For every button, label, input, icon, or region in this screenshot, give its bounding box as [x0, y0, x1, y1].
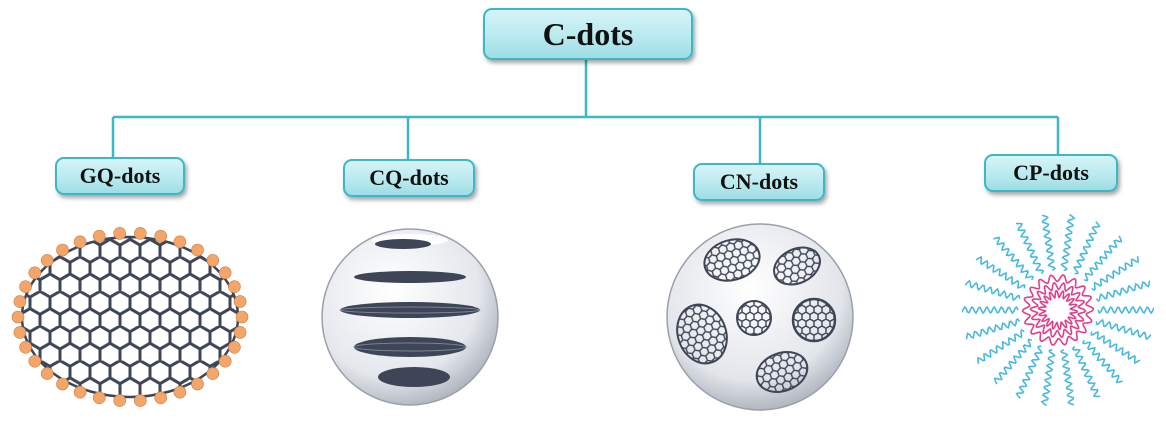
polymer-chain: [1072, 221, 1101, 275]
carbon-nanodot-illustration: [666, 223, 854, 411]
polymer-chain: [1090, 330, 1141, 365]
edge-atom: [206, 254, 220, 267]
edge-atom: [28, 354, 42, 368]
edge-atom: [134, 394, 147, 407]
carbonized-polymer-dot-illustration: [962, 213, 1154, 407]
root-node-c-dots: C-dots: [483, 8, 693, 60]
edge-atom: [218, 266, 232, 280]
polymer-chain: [1095, 280, 1151, 303]
root-node-label: C-dots: [542, 15, 634, 52]
edge-atom: [134, 227, 147, 240]
polymer-chain: [1059, 348, 1075, 406]
edge-atom: [206, 367, 220, 380]
polymer-chain: [993, 338, 1032, 385]
polymer-chain: [993, 236, 1035, 281]
child-node-cn-dots: CN-dots: [693, 163, 825, 201]
edge-atom: [56, 243, 69, 257]
polymer-chain: [1041, 214, 1057, 272]
edge-atom: [154, 391, 167, 405]
edge-atom: [19, 341, 32, 354]
polymer-chain: [964, 279, 1021, 302]
edge-atom: [56, 377, 69, 391]
child-node-label: GQ-dots: [79, 163, 161, 188]
polymer-chain: [1095, 318, 1152, 341]
polymer-chain: [965, 317, 1021, 340]
polymer-chain: [1016, 222, 1045, 275]
polymer-core-ring: [1029, 281, 1087, 339]
edge-atom: [173, 235, 187, 249]
edge-atom: [233, 326, 247, 339]
child-node-gq-dots: GQ-dots: [55, 157, 185, 195]
edge-atom: [93, 391, 106, 405]
polymer-chain: [1091, 256, 1139, 292]
edge-atom: [40, 367, 54, 380]
edge-atom: [73, 235, 87, 249]
polymer-core-ring: [1021, 273, 1095, 347]
edge-atom: [154, 229, 167, 243]
polymer-chain: [1081, 339, 1123, 384]
edge-atom: [218, 354, 232, 368]
edge-atom: [228, 280, 241, 293]
polymer-chain: [975, 255, 1026, 290]
edge-atom: [235, 310, 249, 324]
polymer-chain: [962, 305, 1019, 315]
edge-atom: [173, 385, 187, 399]
child-node-cp-dots: CP-dots: [984, 154, 1118, 192]
polymer-chain: [1071, 345, 1100, 398]
edge-atom: [40, 254, 54, 267]
edge-atom: [11, 310, 25, 324]
polymer-chain: [1060, 213, 1076, 272]
carbon-quantum-dot-illustration: [321, 228, 499, 406]
edge-atom: [19, 280, 32, 293]
edge-atom: [93, 229, 106, 243]
edge-atom: [13, 326, 27, 339]
graphene-quantum-dot-illustration: [11, 227, 249, 407]
edge-atom: [191, 377, 204, 391]
edge-atom: [28, 266, 42, 280]
child-node-cq-dots: CQ-dots: [343, 159, 475, 197]
polymer-core-ring: [1037, 289, 1079, 331]
child-node-label: CP-dots: [1013, 160, 1089, 185]
polymer-chain: [1097, 305, 1154, 315]
edge-atom: [113, 227, 126, 240]
polymer-chain: [1040, 348, 1056, 407]
edge-atom: [113, 394, 126, 407]
child-node-label: CQ-dots: [369, 165, 449, 190]
edge-atom: [228, 341, 241, 354]
edge-atom: [73, 385, 87, 399]
edge-atom: [13, 295, 27, 308]
edge-atom: [233, 295, 247, 308]
polymer-chain: [977, 328, 1025, 364]
polymer-chain: [1015, 345, 1044, 399]
edge-atom: [191, 243, 204, 257]
polymer-chain: [1084, 235, 1123, 282]
child-node-label: CN-dots: [719, 169, 799, 194]
